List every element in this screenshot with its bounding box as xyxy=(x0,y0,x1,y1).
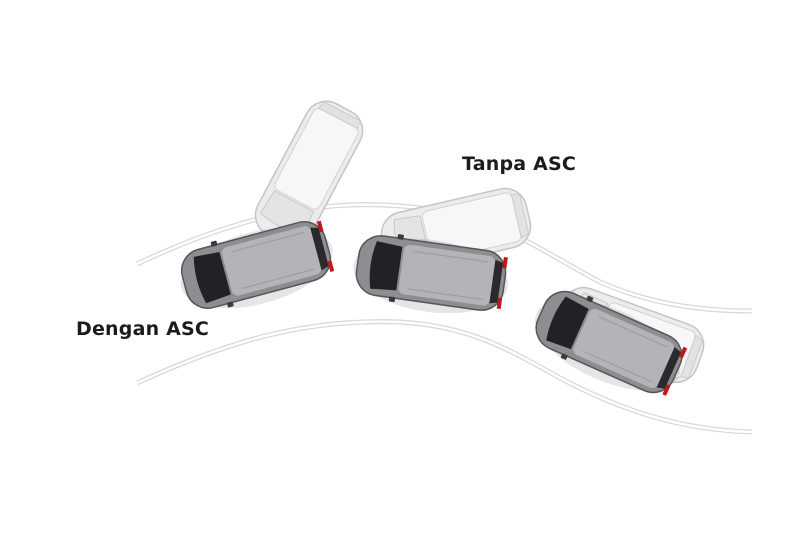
label-without-asc: Tanpa ASC xyxy=(462,153,577,175)
car-with-asc-1 xyxy=(171,211,343,324)
road-inner-edge-inner xyxy=(136,320,753,434)
label-with-asc: Dengan ASC xyxy=(76,318,210,340)
